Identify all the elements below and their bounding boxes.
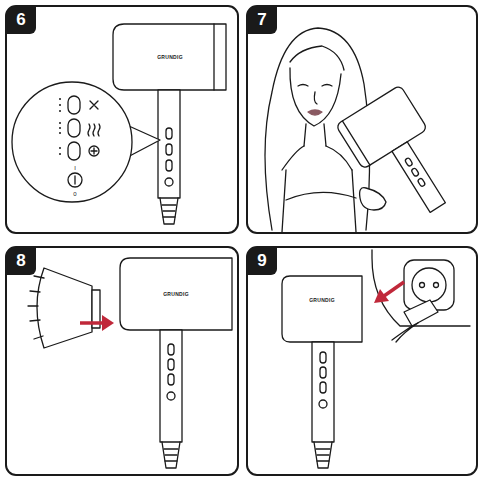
step-panel: 8 xyxy=(5,246,239,476)
step-panel: 7 xyxy=(246,5,478,234)
diffuser xyxy=(28,268,100,348)
hair-dryer xyxy=(282,276,362,468)
hair-dryer xyxy=(113,24,226,224)
step-panel: 9 xyxy=(246,246,478,476)
wall-outlet-inset xyxy=(372,250,470,342)
direction-arrow xyxy=(80,315,114,331)
print-label: GRUNDIG xyxy=(163,292,189,297)
button-callout xyxy=(12,82,160,202)
step-number: 6 xyxy=(6,6,36,34)
print-label: 0 xyxy=(73,191,76,197)
print-label: GRUNDIG xyxy=(309,298,335,303)
hair-dryer xyxy=(336,85,466,230)
hand xyxy=(360,188,386,210)
print-label: GRUNDIG xyxy=(157,55,183,60)
hair-dryer xyxy=(120,258,232,468)
direction-arrow xyxy=(374,282,404,303)
step-number: 9 xyxy=(247,247,277,275)
step-number: 7 xyxy=(247,6,277,34)
step-number: 8 xyxy=(6,247,36,275)
print-label: I xyxy=(74,165,76,171)
step-panel: 6 xyxy=(5,5,239,234)
